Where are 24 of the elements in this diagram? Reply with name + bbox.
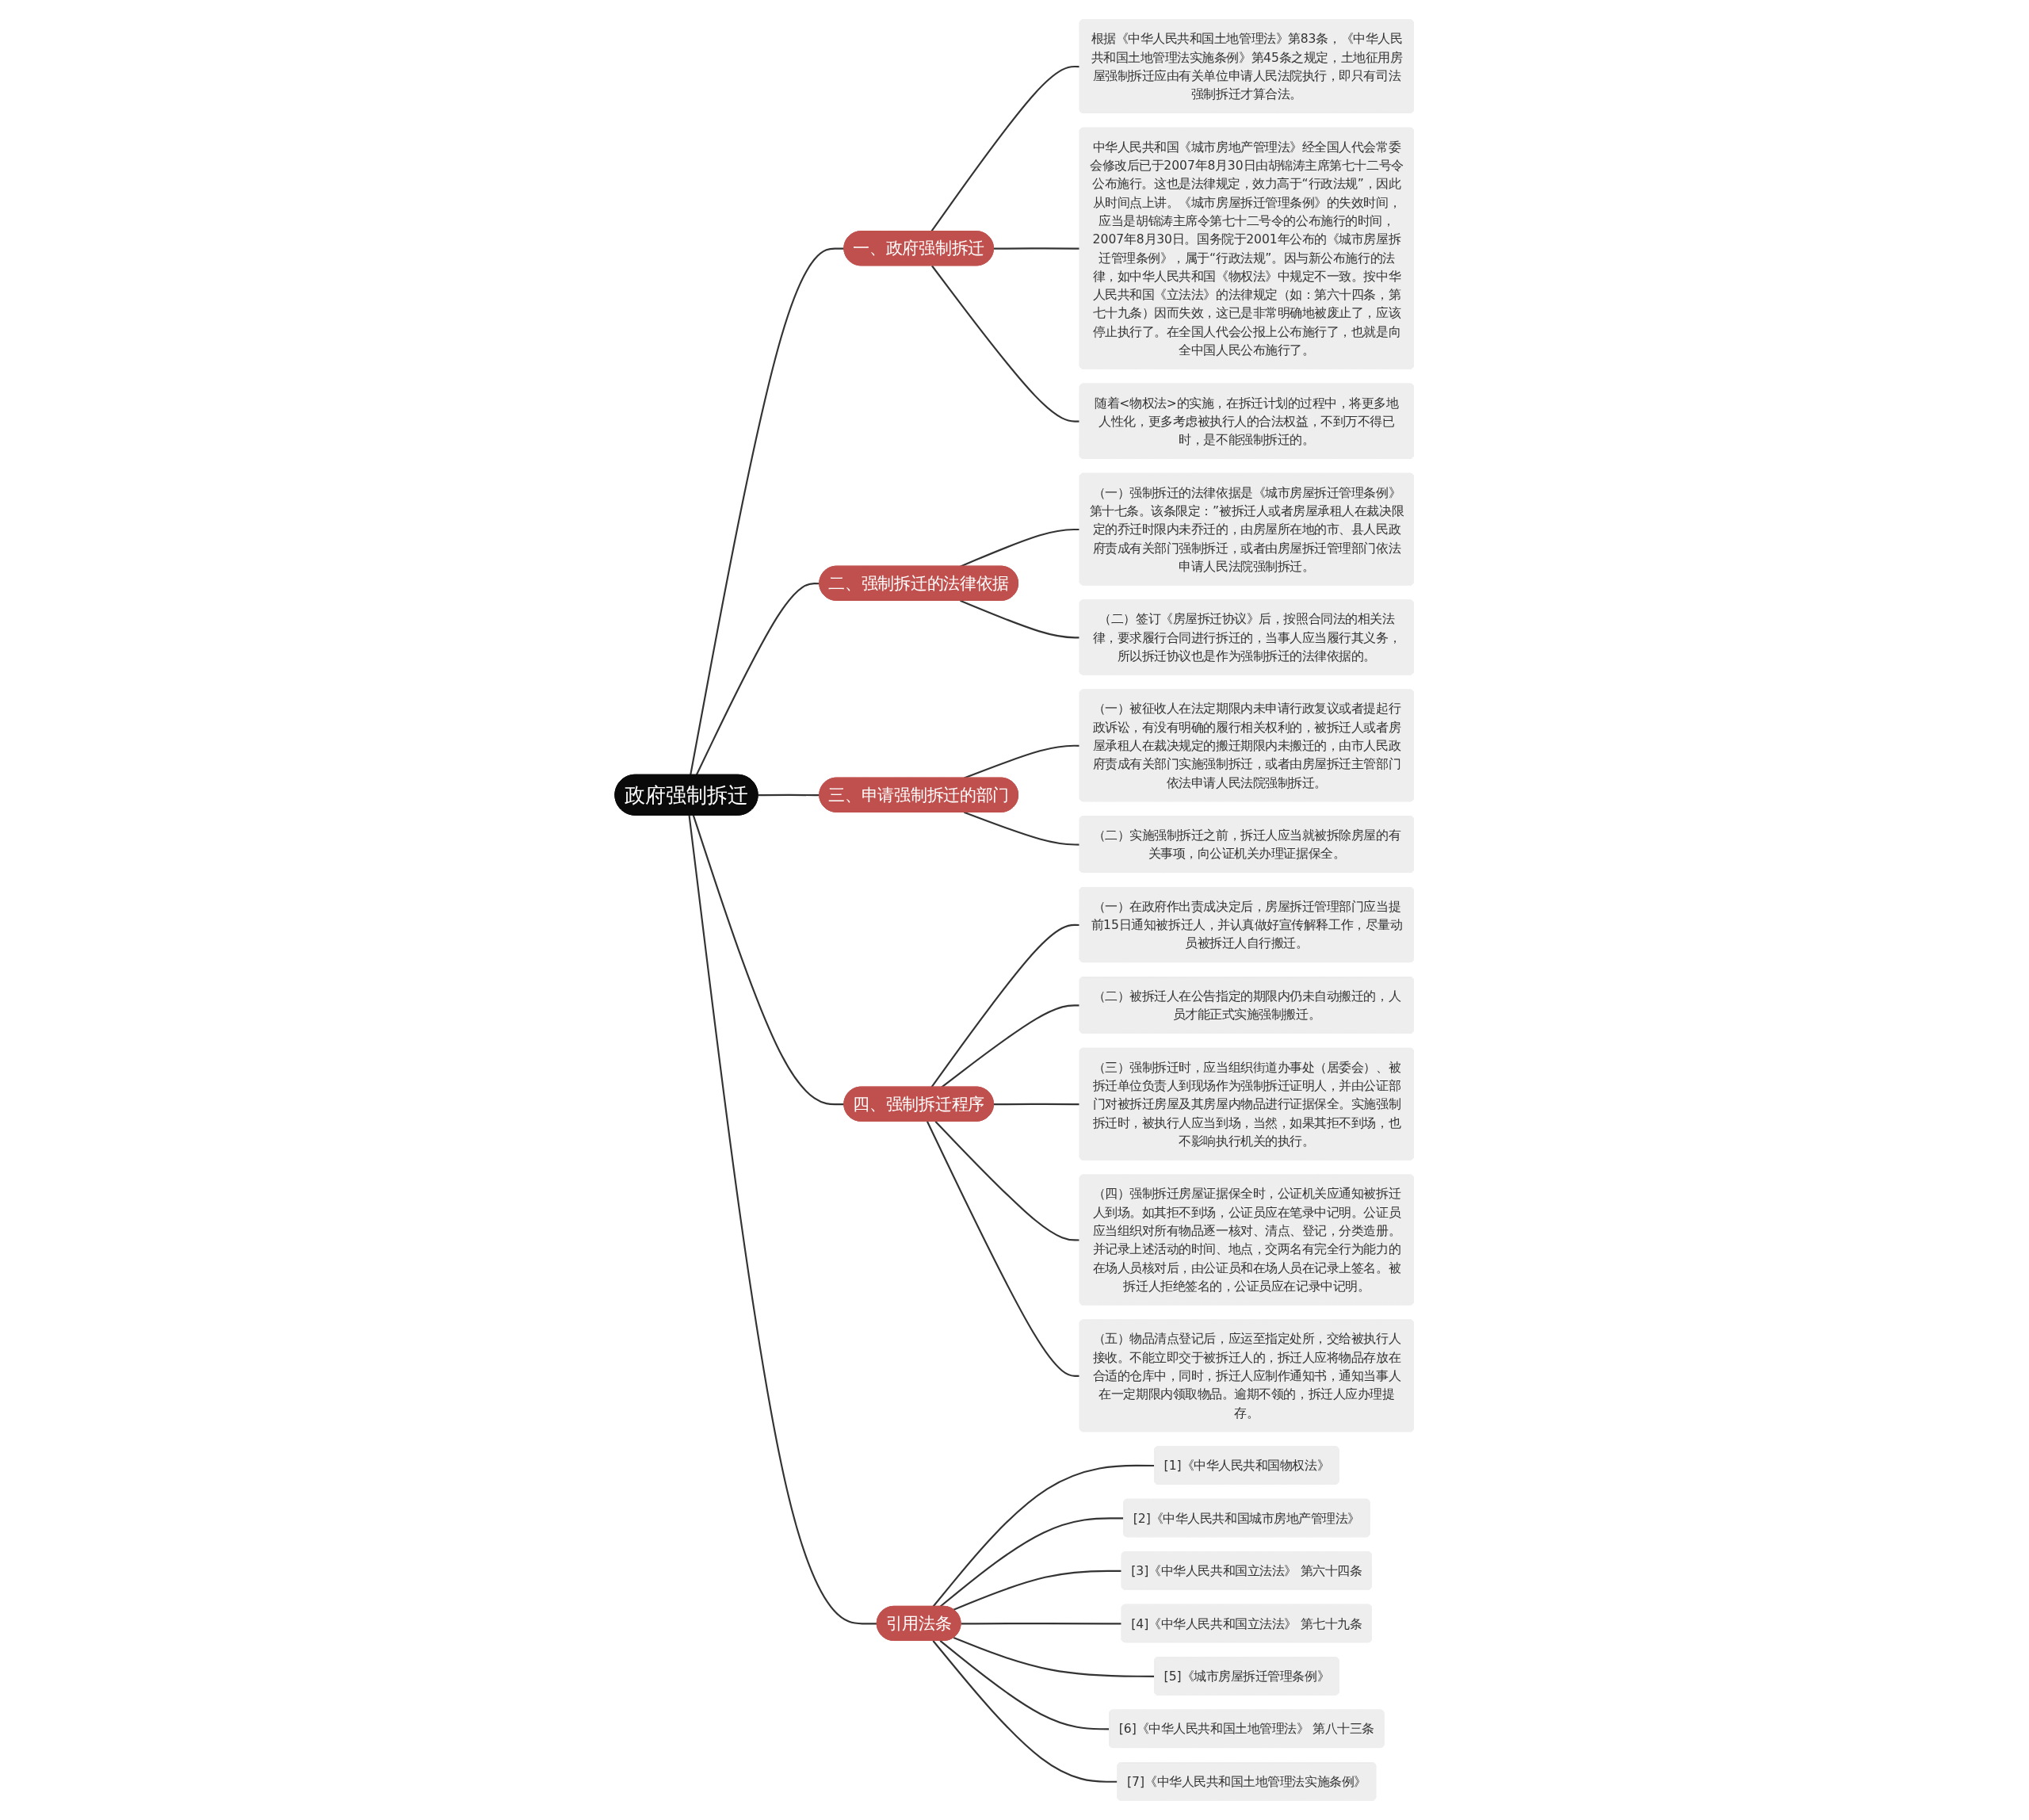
connector [961, 1623, 1122, 1625]
connector [696, 583, 820, 776]
connector [693, 815, 845, 1106]
connector [927, 1121, 1080, 1377]
connector [932, 1640, 1118, 1783]
connector [690, 247, 845, 775]
connector [930, 65, 1080, 232]
connector [932, 1464, 1156, 1608]
connector [939, 1517, 1125, 1608]
connector [688, 815, 878, 1625]
connector [960, 528, 1080, 568]
connector [994, 247, 1080, 250]
connector [931, 265, 1080, 422]
connector [960, 599, 1080, 639]
connector [953, 1570, 1122, 1611]
connector [953, 1637, 1156, 1677]
connector [941, 1004, 1080, 1088]
connector [930, 923, 1080, 1088]
connector [964, 744, 1080, 779]
connector [964, 811, 1080, 846]
connector [939, 1640, 1110, 1730]
connector [994, 1103, 1080, 1106]
connector [934, 1121, 1080, 1241]
connector [758, 793, 820, 797]
